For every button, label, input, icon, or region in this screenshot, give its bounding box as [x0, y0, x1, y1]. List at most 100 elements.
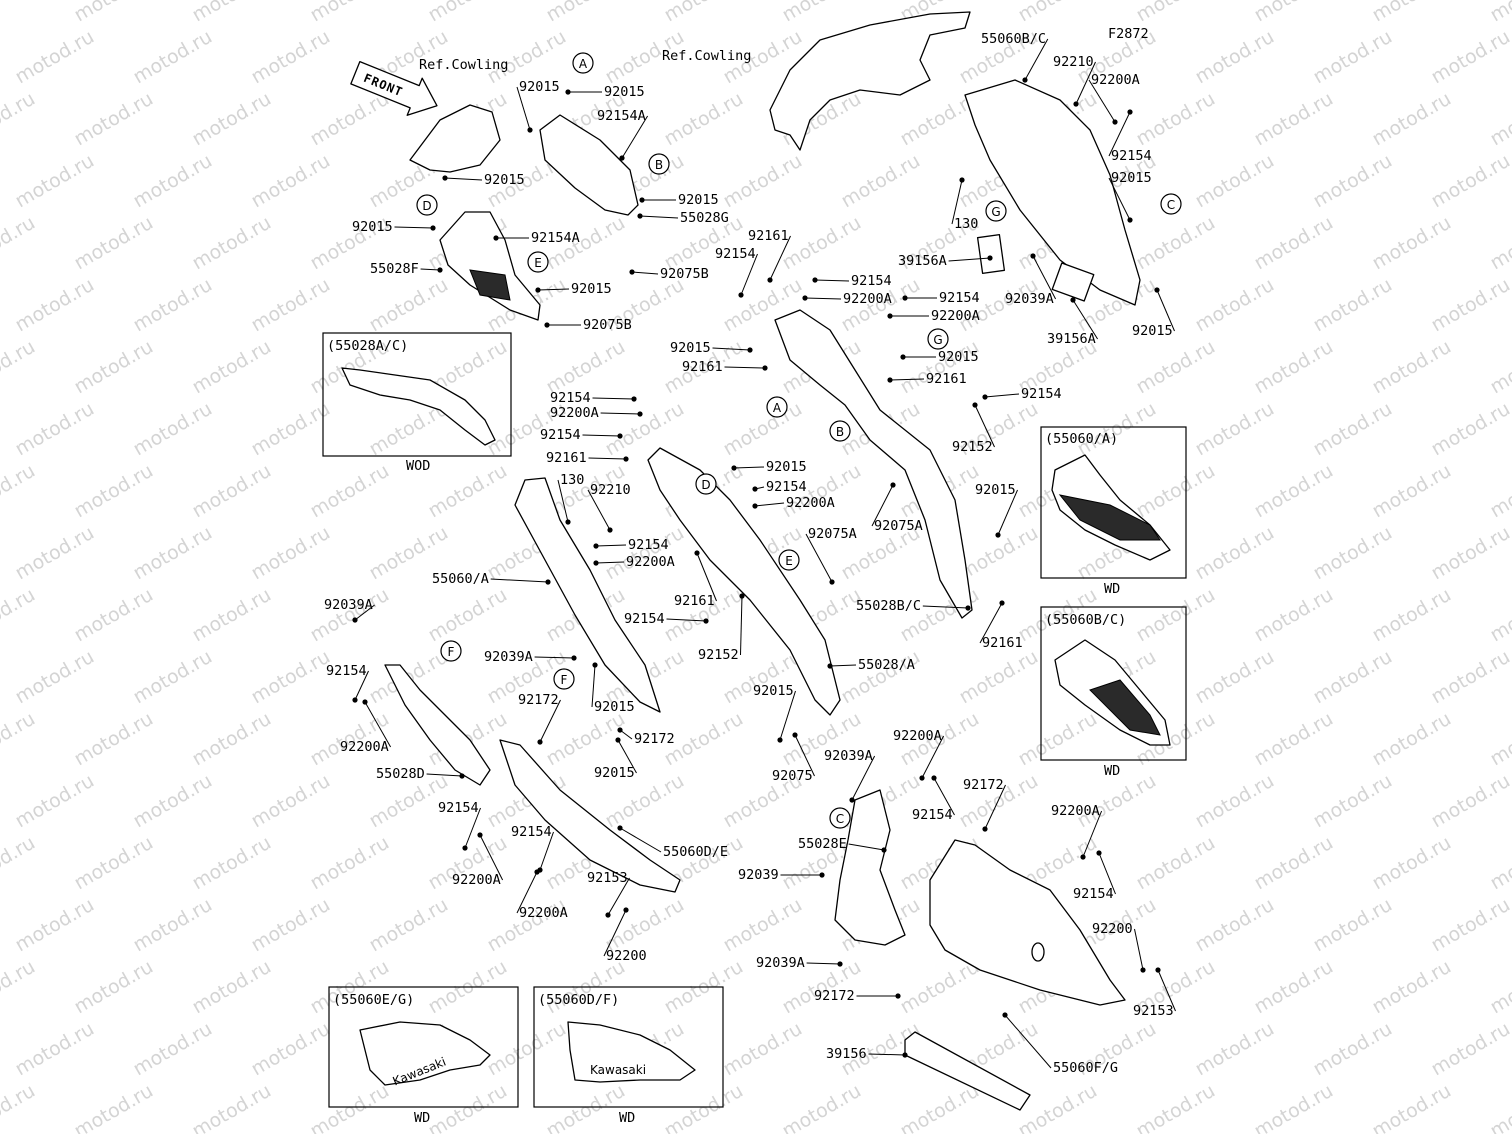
- fastener-dot: [1154, 287, 1160, 293]
- front-arrow-shape: [350, 60, 438, 116]
- part-number-label: 92075: [772, 768, 813, 784]
- fastener-dot: [593, 560, 599, 566]
- callout-c: C: [1160, 193, 1182, 215]
- inset-caption: WD: [414, 1110, 430, 1126]
- part-number-label: 92015: [594, 765, 635, 781]
- watermark-text: motod.ru: [778, 212, 864, 275]
- inset-box: [533, 986, 724, 1108]
- watermark-text: motod.ru: [719, 894, 805, 957]
- watermark-text: motod.ru: [1191, 150, 1277, 213]
- callout-circle: [778, 549, 800, 571]
- part-number-label: 92200A: [843, 291, 892, 307]
- watermark-text: motod.ru: [542, 0, 628, 26]
- watermark-text: motod.ru: [1014, 0, 1100, 26]
- part-number-label: 92154A: [597, 108, 646, 124]
- part-number-label: 92200A: [1051, 803, 1100, 819]
- watermark-text: motod.ru: [424, 584, 510, 647]
- inset-decal: Kawasaki: [590, 1063, 646, 1077]
- fastener-dot: [637, 213, 643, 219]
- watermark-text: motod.ru: [188, 460, 274, 523]
- leader-line: [1098, 852, 1116, 895]
- fastener-dot: [752, 503, 758, 509]
- callout-e: E: [778, 549, 800, 571]
- part-number-label: 92015: [975, 482, 1016, 498]
- watermark-text: motod.ru: [70, 336, 156, 399]
- leader-line: [426, 773, 463, 777]
- watermark-text: motod.ru: [1191, 26, 1277, 89]
- sticker-39156A-2: [1051, 262, 1095, 302]
- watermark-text: motod.ru: [1073, 398, 1159, 461]
- watermark-text: motod.ru: [1309, 770, 1395, 833]
- part-number-label: 39156A: [898, 253, 947, 269]
- part-number-label: 92200A: [340, 739, 389, 755]
- leader-line: [666, 618, 707, 622]
- leader-line: [754, 502, 785, 507]
- lower-cowl-55060FG: [929, 839, 1126, 1006]
- watermark-text: motod.ru: [1191, 646, 1277, 709]
- watermark-text: motod.ru: [1486, 336, 1512, 399]
- watermark-text: motod.ru: [1250, 88, 1336, 151]
- vent-55028F: [469, 269, 511, 301]
- leader-line: [974, 404, 995, 448]
- leader-line: [595, 561, 625, 564]
- watermark-text: motod.ru: [0, 0, 39, 26]
- watermark-text: motod.ru: [1309, 398, 1395, 461]
- leader-line: [871, 484, 894, 527]
- part-number-label: 130: [954, 216, 978, 232]
- fastener-dot: [982, 826, 988, 832]
- watermark-text: motod.ru: [70, 88, 156, 151]
- part-number-label: 92200A: [550, 405, 599, 421]
- fastener-dot: [1073, 101, 1079, 107]
- watermark-text: motod.ru: [1250, 584, 1336, 647]
- part-number-label: 92015: [670, 340, 711, 356]
- fastener-dot: [752, 486, 758, 492]
- watermark-text: motod.ru: [11, 522, 97, 585]
- part-number-label: 92200A: [519, 905, 568, 921]
- inset-55060BC: (55060B/C) WD: [1040, 606, 1187, 779]
- watermark-text: motod.ru: [955, 646, 1041, 709]
- watermark-text: motod.ru: [306, 584, 392, 647]
- watermark-text: motod.ru: [129, 26, 215, 89]
- fastener-dot: [617, 825, 623, 831]
- watermark-text: motod.ru: [0, 336, 39, 399]
- fastener-dot: [739, 593, 745, 599]
- part-number-label: 92154: [715, 246, 756, 262]
- part-number-label: 92154: [939, 290, 980, 306]
- part-number-label: 92153: [1133, 1003, 1174, 1019]
- leader-line: [464, 807, 481, 849]
- watermark-text: motod.ru: [1309, 1018, 1395, 1081]
- watermark-text: motod.ru: [11, 894, 97, 957]
- watermark-text: motod.ru: [306, 0, 392, 26]
- leader-lines: [352, 38, 1176, 1069]
- fastener-dot: [931, 775, 937, 781]
- callout-circle: [553, 668, 575, 690]
- watermark-text: motod.ru: [0, 460, 39, 523]
- watermark-text: motod.ru: [1132, 336, 1218, 399]
- fastener-dot: [777, 737, 783, 743]
- fastener-dot: [617, 727, 623, 733]
- leader-line: [921, 735, 945, 779]
- watermark-text: motod.ru: [188, 708, 274, 771]
- leader-line: [733, 466, 765, 469]
- leader-line: [805, 533, 833, 583]
- watermark-text: motod.ru: [247, 398, 333, 461]
- part-number-label: 92075B: [583, 317, 632, 333]
- callout-letter: G: [991, 205, 1000, 219]
- part-number-label: 55028D: [376, 766, 425, 782]
- watermark-text: motod.ru: [542, 336, 628, 399]
- leader-line: [933, 777, 955, 816]
- watermark-text: motod.ru: [1486, 708, 1512, 771]
- watermark-text: motod.ru: [1486, 584, 1512, 647]
- side-cowling-55060BC: [964, 79, 1141, 306]
- callout-g: G: [985, 200, 1007, 222]
- fastener-dot: [459, 773, 465, 779]
- part-number-label: 92200A: [626, 554, 675, 570]
- fastener-dot: [352, 697, 358, 703]
- fastener-dot: [527, 127, 533, 133]
- callout-b: B: [829, 420, 851, 442]
- watermark-text: motod.ru: [1486, 956, 1512, 1019]
- leader-line: [1004, 1014, 1052, 1069]
- watermark-text: motod.ru: [0, 956, 39, 1019]
- inset-stripe: [1058, 494, 1161, 541]
- leader-line: [617, 739, 637, 774]
